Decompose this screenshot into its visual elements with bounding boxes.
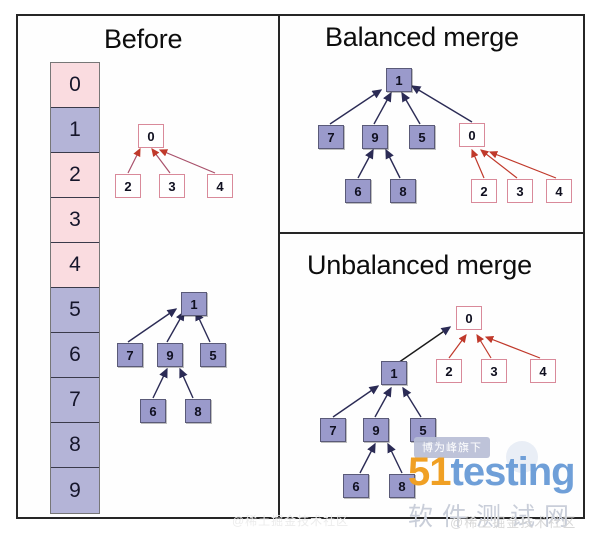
tree-node[interactable]: 0 [459, 123, 485, 147]
tree-node[interactable]: 7 [318, 125, 344, 149]
tree-node[interactable]: 9 [363, 418, 389, 442]
tree-node[interactable]: 9 [157, 343, 183, 367]
array-cell: 1 [51, 108, 99, 153]
panel-divider-vertical [278, 14, 280, 519]
array-cell: 2 [51, 153, 99, 198]
tree-node[interactable]: 8 [389, 474, 415, 498]
watermark-site-name: 软件测试网 [408, 503, 579, 531]
tree-node[interactable]: 5 [409, 125, 435, 149]
tree-node[interactable]: 1 [381, 361, 407, 385]
outer-frame [16, 14, 585, 519]
tree-node[interactable]: 3 [481, 359, 507, 383]
watermark-logo-testing: testing [450, 450, 576, 494]
tree-node[interactable]: 2 [471, 179, 497, 203]
tree-node[interactable]: 6 [343, 474, 369, 498]
tree-node[interactable]: 0 [456, 306, 482, 330]
tree-node[interactable]: 2 [115, 174, 141, 198]
tree-node[interactable]: 1 [386, 68, 412, 92]
tree-node[interactable]: 7 [117, 343, 143, 367]
tree-node[interactable]: 9 [362, 125, 388, 149]
tree-node[interactable]: 6 [140, 399, 166, 423]
tree-node[interactable]: 7 [320, 418, 346, 442]
tree-node[interactable]: 2 [436, 359, 462, 383]
panel-title-before: Before [104, 24, 183, 54]
array-cell: 4 [51, 243, 99, 288]
watermark-source-left: @稀土掘金技术社区 [232, 514, 350, 528]
tree-node[interactable]: 3 [159, 174, 185, 198]
tree-node[interactable]: 1 [181, 292, 207, 316]
watermark-logo: 51testing [408, 450, 576, 494]
watermark-magnifier-icon [506, 441, 538, 473]
tree-node[interactable]: 6 [345, 179, 371, 203]
watermark-badge: 博为峰旗下 [414, 437, 490, 458]
panel-title-unbalanced-merge: Unbalanced merge [307, 250, 532, 280]
array-cell: 8 [51, 423, 99, 468]
panel-divider-horizontal [278, 232, 585, 234]
watermark-logo-51: 51 [408, 450, 451, 494]
array-cell: 7 [51, 378, 99, 423]
tree-node[interactable]: 3 [507, 179, 533, 203]
tree-node[interactable]: 8 [390, 179, 416, 203]
array-cell: 0 [51, 63, 99, 108]
rank-array: 0 1 2 3 4 5 6 7 8 9 [50, 62, 100, 514]
watermark-source-right: @稀土掘金技术社区 [450, 515, 577, 530]
tree-node[interactable]: 5 [200, 343, 226, 367]
tree-node[interactable]: 0 [138, 124, 164, 148]
tree-node[interactable]: 4 [546, 179, 572, 203]
panel-title-balanced-merge: Balanced merge [325, 22, 519, 52]
tree-node[interactable]: 8 [185, 399, 211, 423]
array-cell: 6 [51, 333, 99, 378]
array-cell: 3 [51, 198, 99, 243]
tree-node[interactable]: 4 [530, 359, 556, 383]
array-cell: 5 [51, 288, 99, 333]
array-cell: 9 [51, 468, 99, 513]
tree-node[interactable]: 4 [207, 174, 233, 198]
